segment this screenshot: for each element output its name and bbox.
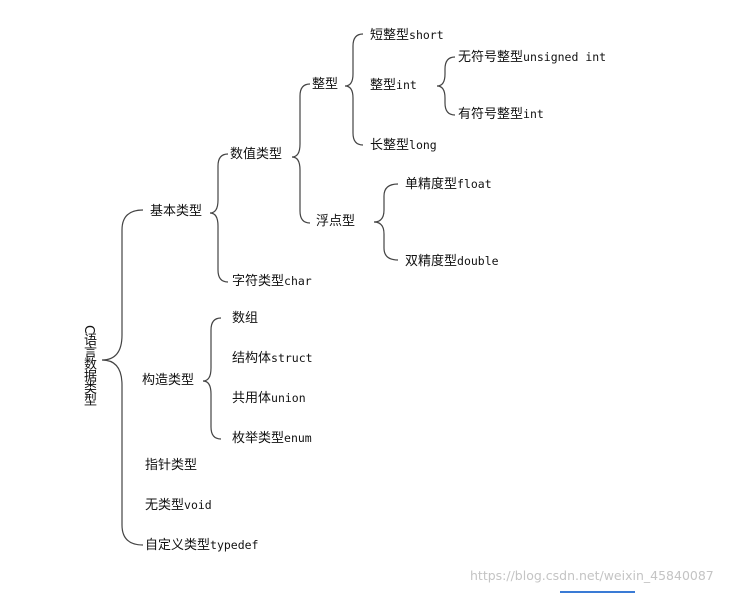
signed-cn: 有符号整型 (458, 107, 524, 122)
short-cn: 短整型 (370, 28, 410, 43)
watermark-link[interactable]: https://blog.csdn.net/weixin_45840087 (470, 568, 714, 583)
node-void: 无类型void (145, 497, 212, 514)
brace-basic (209, 153, 229, 283)
char-cn: 字符类型 (232, 274, 285, 289)
node-basic: 基本类型 (150, 204, 203, 219)
node-struct: 结构体struct (232, 350, 313, 367)
brace-root (101, 209, 144, 546)
node-double: 双精度型double (405, 253, 499, 270)
enum-cn: 枚举类型 (232, 431, 285, 446)
union-cn: 共用体 (232, 391, 272, 406)
unsigned-cn: 无符号整型 (458, 50, 524, 65)
struct-cn: 结构体 (232, 351, 272, 366)
signed-en: int (523, 107, 544, 121)
node-array: 数组 (232, 311, 259, 326)
void-cn: 无类型 (145, 498, 185, 513)
bottom-rule (560, 591, 635, 593)
float-en: float (457, 177, 492, 191)
root-label: C语言数据类型 (81, 325, 96, 406)
node-signed: 有符号整型int (458, 106, 544, 123)
enum-en: enum (284, 431, 312, 445)
long-en: long (409, 138, 437, 152)
node-long: 长整型long (370, 137, 437, 154)
short-en: short (409, 28, 444, 42)
node-float-group: 浮点型 (316, 214, 356, 229)
node-short: 短整型short (370, 27, 444, 44)
double-cn: 双精度型 (405, 254, 458, 269)
brace-integer (344, 33, 364, 146)
brace-float (373, 183, 399, 261)
long-cn: 长整型 (370, 138, 410, 153)
brace-construct (202, 317, 222, 440)
brace-numeric (291, 83, 311, 224)
char-en: char (284, 274, 312, 288)
typedef-cn: 自定义类型 (145, 538, 211, 553)
int-cn: 整型 (370, 78, 397, 93)
node-unsigned: 无符号整型unsigned int (458, 49, 606, 66)
node-pointer: 指针类型 (145, 458, 198, 473)
node-enum: 枚举类型enum (232, 430, 312, 447)
brace-int (436, 56, 456, 116)
node-float: 单精度型float (405, 176, 492, 193)
void-en: void (184, 498, 212, 512)
node-typedef: 自定义类型typedef (145, 537, 258, 554)
int-en: int (396, 78, 417, 92)
union-en: union (271, 391, 306, 405)
node-int: 整型int (370, 77, 417, 94)
unsigned-en: unsigned int (523, 50, 607, 64)
node-construct: 构造类型 (142, 373, 195, 388)
float-cn: 单精度型 (405, 177, 458, 192)
typedef-en: typedef (210, 538, 259, 552)
node-union: 共用体union (232, 390, 306, 407)
node-char: 字符类型char (232, 273, 312, 290)
double-en: double (457, 254, 499, 268)
node-integer: 整型 (312, 77, 339, 92)
node-numeric: 数值类型 (230, 147, 283, 162)
struct-en: struct (271, 351, 313, 365)
